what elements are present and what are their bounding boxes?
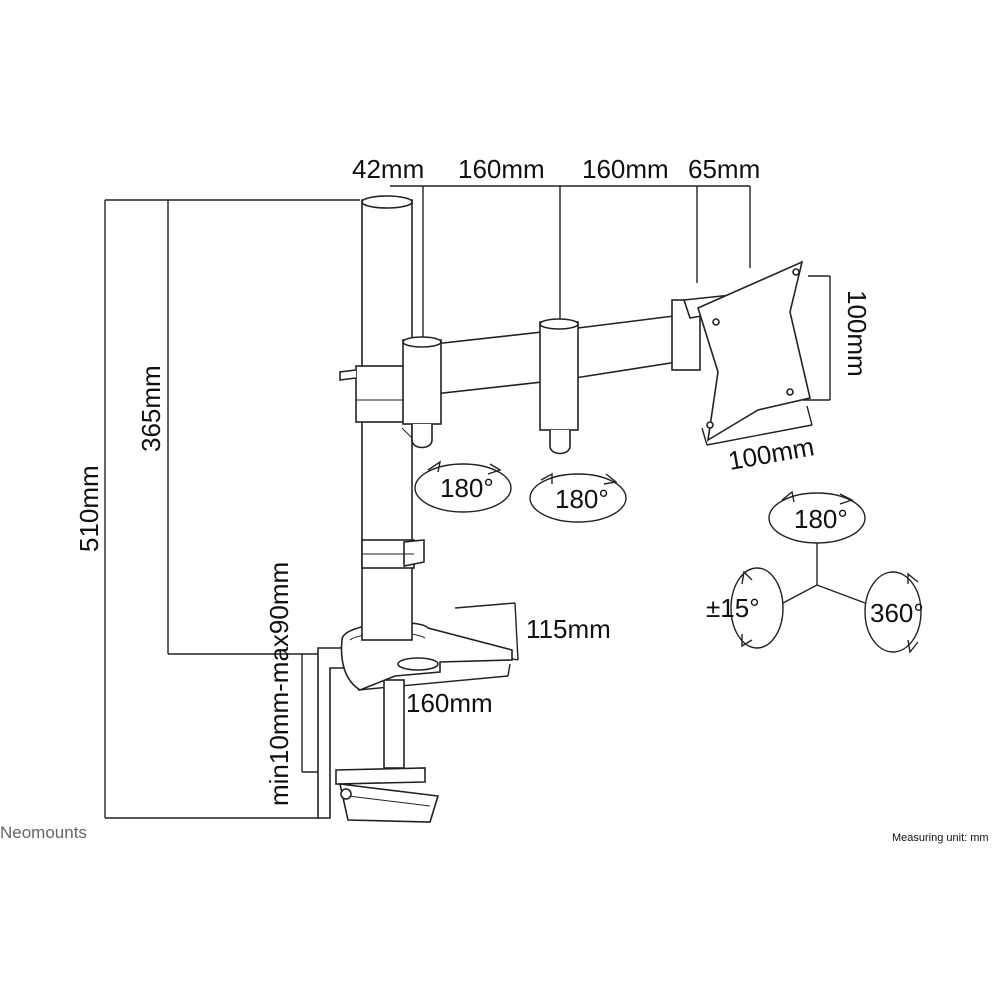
- dim-base-depth: 115mm: [526, 614, 611, 644]
- dim-post-offset: 42mm: [352, 154, 424, 184]
- dim-desk-thickness: min10mm-max90mm: [264, 562, 294, 806]
- arm-segment-2: [539, 313, 691, 455]
- measuring-unit-note: Measuring unit: mm: [892, 832, 989, 844]
- dim-vesa-vertical: 100mm: [842, 290, 872, 377]
- rotation-tilt-top: 180°: [794, 504, 848, 534]
- dim-vesa-horizontal: 100mm: [726, 431, 817, 476]
- dim-total-height: 510mm: [74, 465, 104, 552]
- dim-arm-height: 365mm: [136, 365, 166, 452]
- vesa-head: [671, 260, 811, 442]
- dim-base-width: 160mm: [406, 688, 493, 718]
- dim-head-offset: 65mm: [688, 154, 760, 184]
- brand-label: Neomounts: [0, 823, 87, 842]
- dim-arm-2: 160mm: [582, 154, 669, 184]
- dimension-lines: [104, 185, 831, 819]
- rotation-rotate: 360°: [870, 598, 924, 628]
- rotation-indicators: [414, 460, 922, 654]
- dim-arm-1: 160mm: [458, 154, 545, 184]
- rotation-joint-1: 180°: [440, 473, 494, 503]
- desk-clamp: [317, 638, 440, 823]
- rotation-tilt-side: ±15°: [706, 593, 760, 623]
- rotation-joint-2: 180°: [555, 484, 609, 514]
- arm-segment-1: [401, 329, 561, 449]
